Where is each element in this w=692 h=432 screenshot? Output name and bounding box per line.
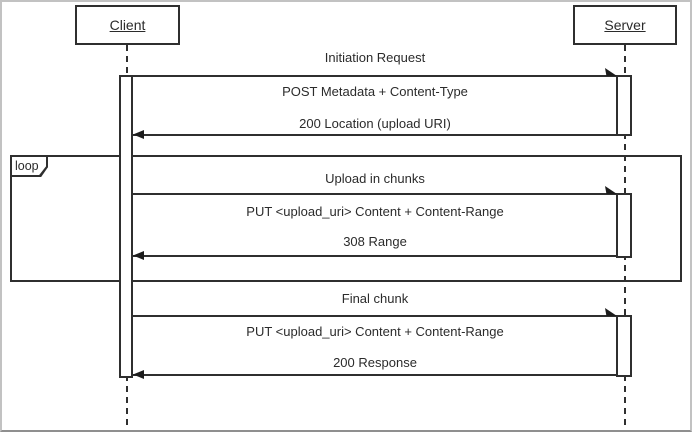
exchange-1-request-line (133, 75, 616, 77)
client-activation (119, 75, 133, 378)
exchange-2-response-label: 308 Range (343, 234, 407, 249)
server-activation-1 (616, 75, 632, 136)
exchange-3-response-label: 200 Response (333, 355, 417, 370)
exchange-2-request-arrowhead-icon (605, 186, 617, 194)
server-activation-3 (616, 315, 632, 377)
exchange-1-request-label: POST Metadata + Content-Type (282, 84, 468, 99)
exchange-2-request-label: PUT <upload_uri> Content + Content-Range (246, 204, 504, 219)
loop-fragment (10, 155, 682, 282)
actor-client-label: Client (109, 17, 146, 33)
exchange-1-request-arrowhead-icon (605, 68, 617, 76)
exchange-2-request-line (133, 193, 616, 195)
exchange-2-response-line (133, 255, 616, 257)
actor-server: Server (573, 5, 677, 45)
exchange-2-response-arrowhead-icon (133, 251, 144, 260)
server-activation-2 (616, 193, 632, 258)
exchange-1-response-label: 200 Location (upload URI) (299, 116, 451, 131)
exchange-3-request-arrowhead-icon (605, 308, 617, 316)
exchange-3-title: Final chunk (341, 291, 409, 306)
exchange-2-title: Upload in chunks (325, 171, 425, 186)
exchange-3-request-line (133, 315, 616, 317)
actor-client: Client (75, 5, 180, 45)
exchange-1-title: Initiation Request (324, 50, 426, 65)
exchange-1-response-arrowhead-icon (133, 130, 144, 139)
loop-fragment-tab: loop (10, 155, 48, 177)
exchange-3-request-label: PUT <upload_uri> Content + Content-Range (246, 324, 504, 339)
exchange-3-response-line (133, 374, 616, 376)
loop-label: loop (12, 157, 46, 175)
actor-server-label: Server (604, 17, 646, 33)
exchange-3-response-arrowhead-icon (133, 370, 144, 379)
exchange-1-response-line (133, 134, 616, 136)
